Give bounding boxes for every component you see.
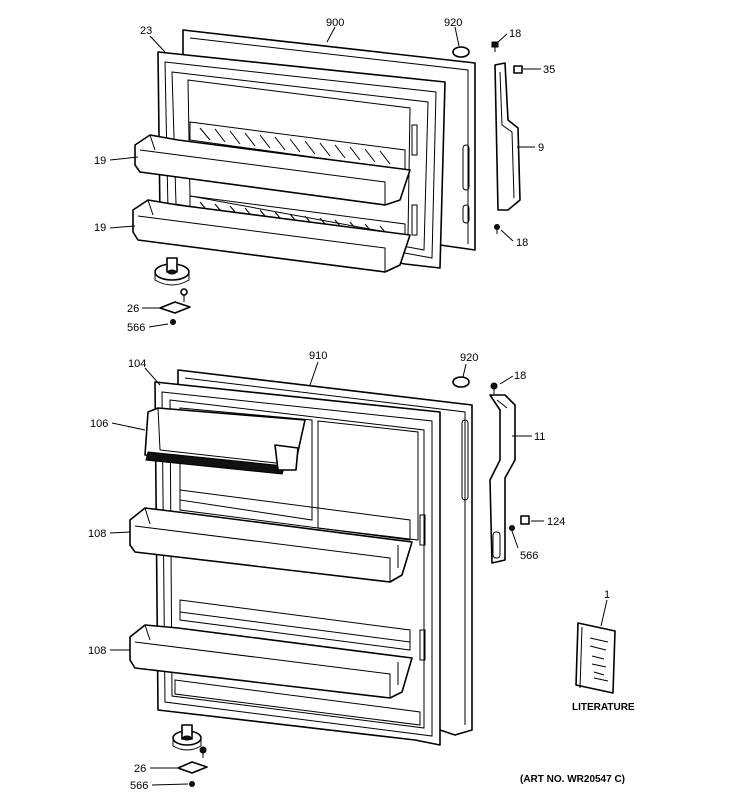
label-11: 11 xyxy=(534,431,545,443)
label-124: 124 xyxy=(547,516,565,528)
lower-hinge-pin xyxy=(172,724,202,751)
literature-booklet: 1 LITERATURE xyxy=(572,589,635,713)
upper-labels: 23 900 920 18 35 9 18 19 19 26 566 xyxy=(94,17,555,334)
label-1: 1 xyxy=(604,589,610,601)
upper-shelf-2 xyxy=(132,199,411,273)
upper-leader-lines xyxy=(109,26,541,328)
lower-leader-lines xyxy=(109,361,544,786)
art-number: (ART NO. WR20547 C) xyxy=(520,774,625,785)
upper-screw-top xyxy=(491,41,499,52)
lower-screw-side xyxy=(509,525,515,531)
lower-shelf-2 xyxy=(129,624,413,699)
lower-hinge-11 xyxy=(489,394,516,564)
literature-caption: LITERATURE xyxy=(572,702,635,713)
upper-plate-screw xyxy=(170,319,176,325)
label-920-lower: 920 xyxy=(460,352,478,364)
label-900: 900 xyxy=(326,17,344,29)
label-106: 106 xyxy=(90,418,108,430)
upper-plug-920 xyxy=(452,46,470,58)
label-18-upper-top: 18 xyxy=(509,28,521,40)
label-910: 910 xyxy=(309,350,327,362)
label-104: 104 xyxy=(128,358,146,370)
lower-cap-124 xyxy=(520,515,530,525)
upper-shelf-1 xyxy=(134,134,411,206)
lower-labels: 104 910 920 18 11 124 566 106 108 108 26… xyxy=(88,350,565,792)
lower-hinge-plate xyxy=(177,761,208,774)
lower-screw-top xyxy=(490,382,498,394)
upper-cap-35 xyxy=(513,65,523,74)
label-19-b: 19 xyxy=(94,222,106,234)
label-18-lower: 18 xyxy=(514,370,526,382)
upper-screw-bottom xyxy=(494,224,500,234)
label-26-lower: 26 xyxy=(134,763,146,775)
lower-plate-screw xyxy=(189,781,195,787)
upper-door-assembly xyxy=(132,29,523,325)
label-9: 9 xyxy=(538,142,544,154)
lower-shelf-1 xyxy=(129,507,413,583)
label-108-b: 108 xyxy=(88,645,106,657)
dairy-door-106 xyxy=(144,407,306,475)
upper-hinge-9 xyxy=(494,62,521,211)
upper-hinge-plate xyxy=(159,301,191,314)
label-26-upper: 26 xyxy=(127,303,139,315)
label-920-upper: 920 xyxy=(444,17,462,29)
label-35: 35 xyxy=(543,64,555,76)
label-19-a: 19 xyxy=(94,155,106,167)
upper-hinge-pin xyxy=(154,257,190,286)
label-566-lower: 566 xyxy=(130,780,148,792)
upper-small-screw xyxy=(180,288,188,302)
label-18-upper-bottom: 18 xyxy=(516,237,528,249)
label-566-lower-side: 566 xyxy=(520,550,538,562)
lower-plug-920 xyxy=(452,376,470,388)
label-23: 23 xyxy=(140,25,152,37)
lower-small-screw xyxy=(199,746,207,758)
label-108-a: 108 xyxy=(88,528,106,540)
lower-door-assembly xyxy=(129,369,530,787)
label-566-upper: 566 xyxy=(127,322,145,334)
